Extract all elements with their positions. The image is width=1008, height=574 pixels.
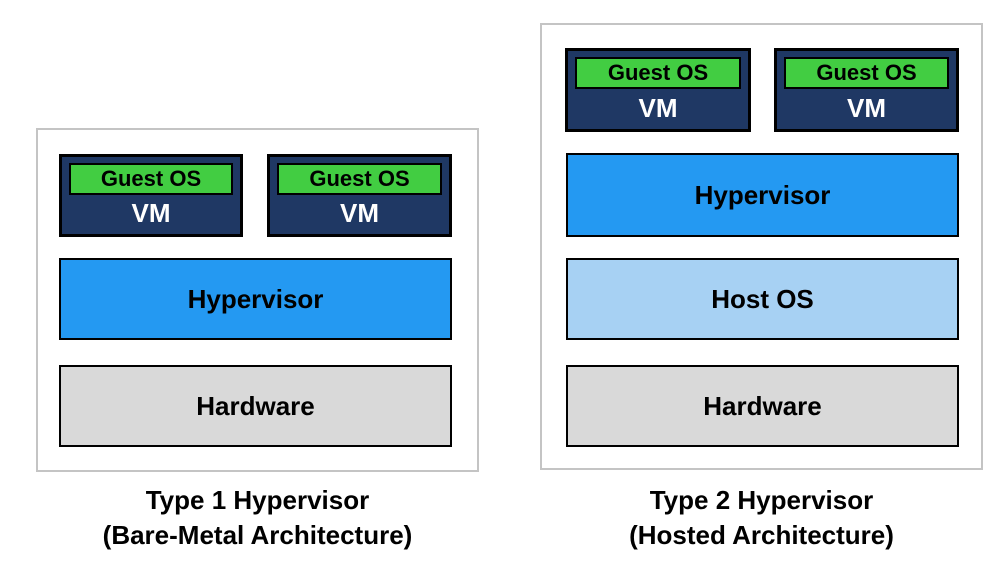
caption-line-2: (Hosted Architecture) (629, 520, 894, 550)
vm-label: VM (340, 198, 379, 228)
guest-os-box: Guest OS (277, 163, 442, 195)
vm-label: VM (131, 198, 171, 228)
guest-os-box: Guest OS (575, 57, 741, 89)
vm-box: Guest OS VM (267, 154, 452, 237)
type1-caption: Type 1 Hypervisor (Bare-Metal Architectu… (36, 483, 479, 553)
type2-caption: Type 2 Hypervisor (Hosted Architecture) (540, 483, 983, 553)
hypervisor-layer: Hypervisor (59, 258, 452, 340)
caption-line-1: Type 2 Hypervisor (649, 485, 874, 515)
host-os-layer: Host OS (566, 258, 959, 340)
vm-box: Guest OS VM (565, 48, 751, 132)
guest-os-box: Guest OS (69, 163, 233, 195)
caption-line-2: (Bare-Metal Architecture) (102, 520, 413, 550)
hypervisor-layer: Hypervisor (566, 153, 959, 237)
vm-box: Guest OS VM (59, 154, 243, 237)
hardware-layer: Hardware (59, 365, 452, 447)
hardware-layer: Hardware (566, 365, 959, 447)
type2-container: Guest OS VM Guest OS VM Hypervisor Host … (540, 23, 983, 470)
caption-line-1: Type 1 Hypervisor (145, 485, 370, 515)
vm-box: Guest OS VM (774, 48, 959, 132)
guest-os-box: Guest OS (784, 57, 949, 89)
type1-container: Guest OS VM Guest OS VM Hypervisor Hardw… (36, 128, 479, 472)
vm-label: VM (638, 92, 678, 123)
vm-label: VM (847, 92, 886, 123)
